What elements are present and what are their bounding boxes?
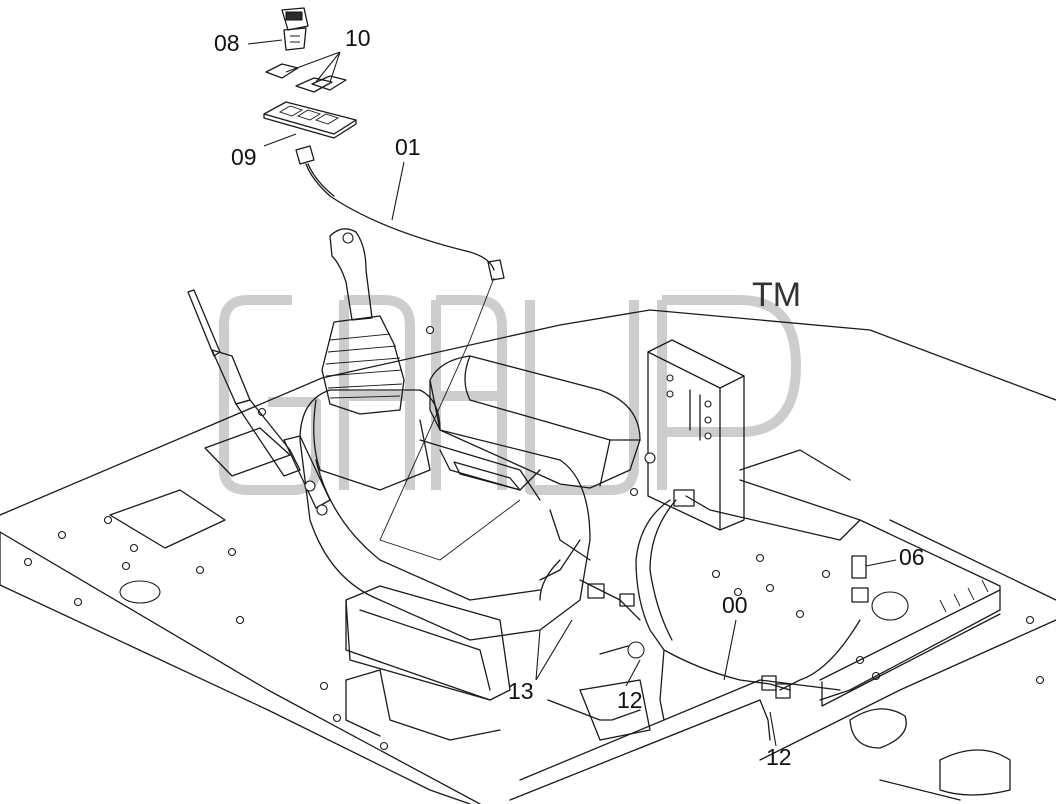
callout-00: 00 [722, 592, 748, 618]
wire-harness-00 [539, 489, 869, 741]
control-console [299, 389, 591, 701]
switch-caps [265, 63, 347, 93]
mounting-bracket [647, 339, 1001, 707]
wire-harness-01 [305, 163, 521, 561]
callout-06: 06 [899, 544, 925, 570]
leader-lines [247, 39, 897, 747]
callout-08: 08 [214, 30, 240, 56]
callout-09: 09 [231, 144, 257, 170]
lockout-lever [187, 289, 331, 516]
callout-01: 01 [395, 134, 421, 160]
connector [295, 145, 315, 165]
trademark-mark: TM [752, 276, 801, 314]
floor-plate [0, 309, 1056, 804]
lower-rail [345, 669, 841, 801]
callout-10: 10 [345, 25, 371, 51]
callout-12: 12 [766, 744, 792, 770]
rocker-switch [281, 7, 309, 51]
armrest [429, 355, 656, 489]
switch-plate [263, 101, 357, 139]
joystick [313, 228, 431, 491]
callout-13: 13 [508, 678, 534, 704]
callout-12: 12 [617, 687, 643, 713]
